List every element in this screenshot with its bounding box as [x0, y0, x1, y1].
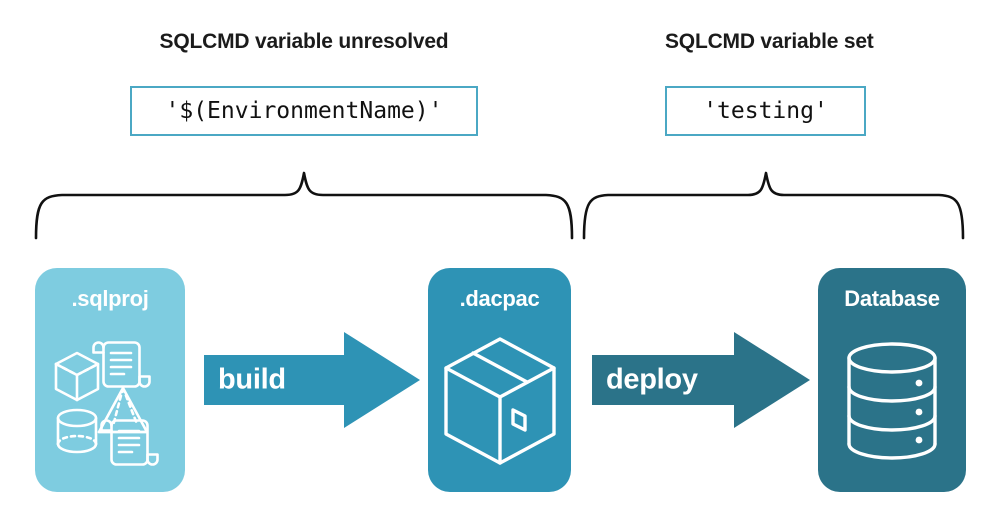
stage-box-database-label: Database [844, 286, 940, 311]
cylinder-icon [56, 408, 98, 454]
stage-box-sqlproj: .sqlproj [35, 268, 185, 492]
variable-value-box-set: 'testing' [665, 86, 866, 136]
stage-box-sqlproj-label: .sqlproj [71, 286, 149, 311]
right-arrow-icon [204, 332, 420, 428]
brace-left [34, 171, 574, 240]
sql-project-objects-icon [35, 320, 185, 482]
stage-box-dacpac: .dacpac [428, 268, 571, 492]
stage-box-dacpac-label: .dacpac [459, 286, 540, 311]
build-arrow: build [204, 332, 420, 428]
package-box-icon [428, 320, 571, 482]
cube-icon [54, 351, 100, 402]
group-heading-set: SQLCMD variable set [665, 30, 874, 53]
script-icon-bottom [100, 419, 159, 466]
brace-connectors [34, 171, 965, 240]
group-heading-unresolved: SQLCMD variable unresolved [159, 30, 449, 53]
brace-right [582, 171, 965, 240]
script-icon-top [92, 341, 151, 388]
variable-value-box-unresolved: '$(EnvironmentName)' [130, 86, 478, 136]
stage-box-database: Database [818, 268, 966, 492]
database-cylinder-icon [818, 320, 966, 482]
pyramid-icon [97, 386, 149, 434]
deploy-arrow: deploy [592, 332, 810, 428]
right-arrow-icon [592, 332, 810, 428]
